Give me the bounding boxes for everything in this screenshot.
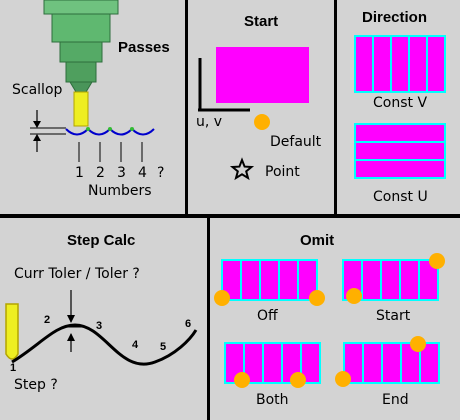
omit-start-surface	[342, 259, 439, 301]
step-calc-panel	[0, 218, 207, 420]
const-v-surface	[354, 35, 446, 93]
step-calc-title: Step Calc	[67, 232, 136, 249]
default-label: Default	[270, 134, 322, 150]
omit-both-surface	[224, 342, 321, 384]
step-point-1: 1	[10, 362, 17, 374]
divider-horizontal	[0, 214, 460, 218]
omit-both-dot-left	[234, 372, 250, 388]
numbers-label: Numbers	[88, 183, 152, 199]
start-panel	[188, 0, 334, 214]
divider-vertical-1	[185, 0, 188, 216]
omit-off-label: Off	[257, 308, 278, 324]
uv-axis-label: u, v	[196, 114, 223, 130]
pass-number-1: 1	[75, 165, 84, 181]
default-start-dot	[254, 114, 270, 130]
const-u-label: Const U	[373, 189, 428, 205]
step-point-5: 5	[160, 341, 167, 353]
start-surface	[216, 47, 309, 103]
pass-number-unknown: ?	[157, 165, 165, 181]
const-u-surface	[354, 123, 446, 179]
omit-end-dot-top	[410, 336, 426, 352]
omit-panel	[210, 218, 460, 420]
tool-bit	[73, 91, 89, 127]
step-label: Step ?	[14, 377, 58, 393]
step-point-2: 2	[44, 314, 51, 326]
step-point-4: 4	[132, 339, 139, 351]
divider-vertical-2	[334, 0, 337, 216]
omit-start-dot-top	[429, 253, 445, 269]
step-tool	[5, 303, 19, 360]
toler-label: Curr Toler / Toler ?	[14, 266, 140, 282]
start-title: Start	[244, 13, 279, 30]
pass-number-4: 4	[138, 165, 147, 181]
direction-title: Direction	[362, 9, 428, 26]
omit-both-label: Both	[256, 392, 289, 408]
omit-end-label: End	[382, 392, 409, 408]
divider-vertical-3	[207, 216, 210, 420]
pass-number-2: 2	[96, 165, 105, 181]
const-v-label: Const V	[373, 95, 428, 111]
omit-start-dot-left	[346, 288, 362, 304]
omit-off-dot-left	[214, 290, 230, 306]
omit-both-dot-right	[290, 372, 306, 388]
step-point-3: 3	[96, 320, 103, 332]
pass-number-3: 3	[117, 165, 126, 181]
omit-off-surface	[221, 259, 318, 301]
step-point-6: 6	[185, 318, 192, 330]
point-star-icon	[229, 157, 255, 181]
omit-end-dot-left	[335, 371, 351, 387]
point-label: Point	[265, 164, 300, 180]
scallop-label: Scallop	[12, 82, 63, 98]
step-curve	[11, 323, 198, 366]
omit-off-dot-right	[309, 290, 325, 306]
omit-end-surface	[343, 342, 440, 384]
omit-start-label: Start	[376, 308, 411, 324]
omit-title: Omit	[300, 232, 335, 249]
passes-title: Passes	[118, 39, 170, 56]
